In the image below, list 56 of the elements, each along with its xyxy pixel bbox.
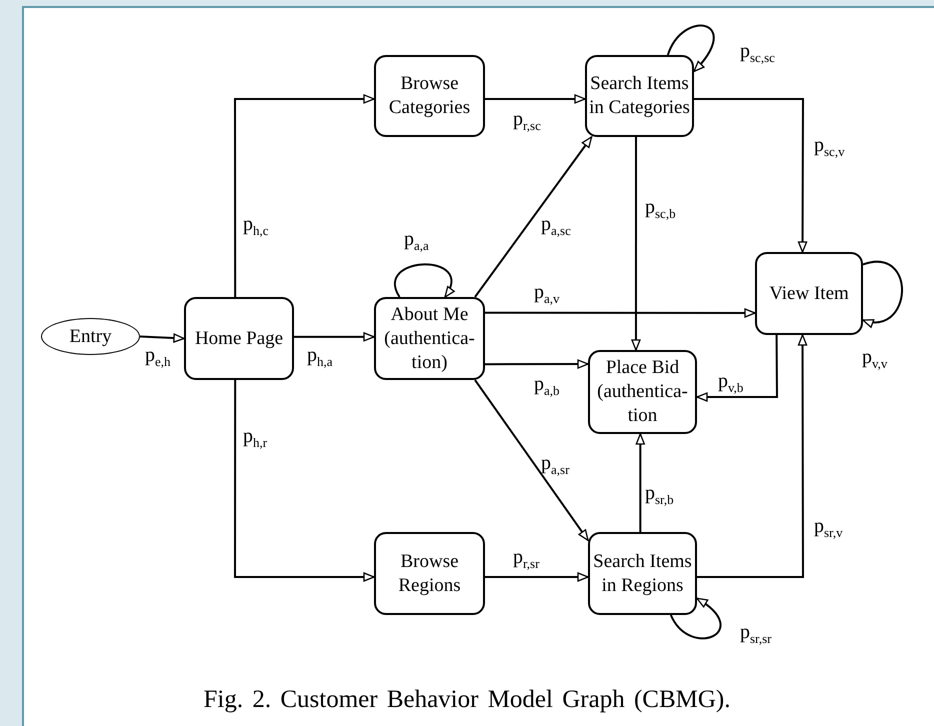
arrow <box>485 308 756 318</box>
arrow <box>485 359 589 369</box>
state-box <box>184 297 294 380</box>
arrow <box>234 94 375 297</box>
edge-label: p$_{a,sr}$ <box>541 452 570 479</box>
node-label: Home Page <box>194 326 284 350</box>
edge-label: p$_{r,sc}$ <box>513 108 541 135</box>
self-loop-arrow <box>666 24 715 72</box>
arrow <box>474 136 592 298</box>
node-label: Place Bid (authentica- tion <box>596 356 689 428</box>
edge-label: p$_{sr,b}$ <box>645 482 674 509</box>
node-label: About Me (authentica- tion) <box>383 302 476 374</box>
arrow <box>485 572 589 582</box>
edge-label: p$_{h,a}$ <box>307 344 333 371</box>
self-loop-arrow <box>862 260 903 327</box>
edge-label: p$_{e,h}$ <box>145 344 171 371</box>
state-box <box>588 350 697 434</box>
edge-label: p$_{sc,sc}$ <box>740 40 775 67</box>
arrow <box>636 433 645 532</box>
figure-caption: Fig. 2. Customer Behavior Model Graph (CBMG). <box>204 686 730 713</box>
arrow <box>140 333 185 343</box>
state-box <box>374 55 485 137</box>
edge-label: p$_{sr,sr}$ <box>740 621 772 648</box>
edge-label: p$_{sc,b}$ <box>645 196 676 223</box>
arrow <box>697 334 808 578</box>
node-label: Browse Categories <box>388 72 472 120</box>
arrow <box>631 137 641 351</box>
arrow <box>474 379 589 541</box>
state-box <box>588 532 697 615</box>
self-loop-arrow <box>394 263 454 298</box>
arrow <box>294 332 375 342</box>
arrow <box>234 380 375 582</box>
edge-label: p$_{h,c}$ <box>243 213 269 240</box>
node-label: Search Items in Categories <box>588 72 691 120</box>
edge-label: p$_{a,v}$ <box>534 281 560 308</box>
arrow <box>485 94 586 104</box>
edge-label: p$_{a,b}$ <box>534 373 560 400</box>
state-box <box>374 297 485 380</box>
arrow <box>696 335 778 402</box>
edge-label: p$_{v,v}$ <box>862 346 888 373</box>
self-loop-arrow <box>670 598 722 640</box>
node-label: Entry <box>69 324 112 348</box>
state-box <box>374 532 485 615</box>
node-label: Search Items in Regions <box>592 550 693 598</box>
arrow <box>694 98 808 253</box>
state-box <box>585 55 694 137</box>
edge-label: p$_{sc,v}$ <box>814 134 845 161</box>
edge-label: p$_{v,b}$ <box>718 370 744 397</box>
edge-label: p$_{a,sc}$ <box>541 213 571 240</box>
edge-label: p$_{h,r}$ <box>243 425 268 452</box>
node-label: Browse Regions <box>397 550 462 598</box>
edge-label: p$_{a,a}$ <box>404 228 429 255</box>
state-box <box>755 252 863 335</box>
edge-label: p$_{r,sr}$ <box>513 546 540 573</box>
node-label: View Item <box>769 282 849 306</box>
edge-label: p$_{sr,v}$ <box>814 515 843 542</box>
